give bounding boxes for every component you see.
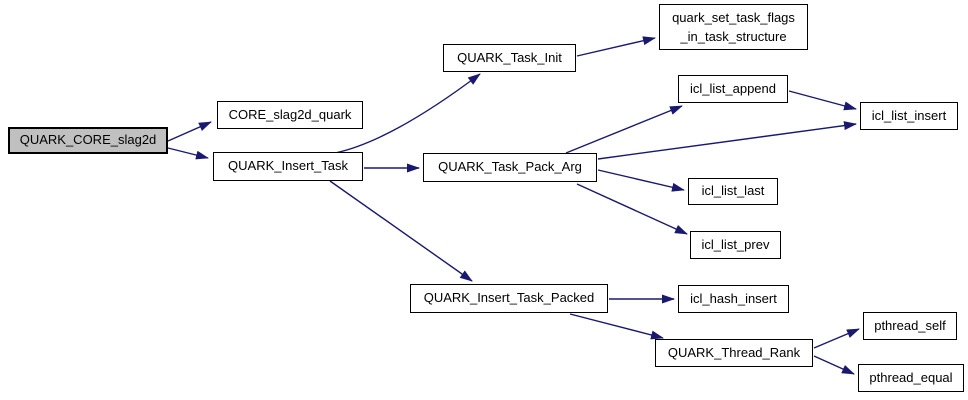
node-pthread-equal[interactable]: pthread_equal <box>858 364 964 392</box>
node-label: pthread_equal <box>869 369 953 385</box>
node-quark-insert-task[interactable]: QUARK_Insert_Task <box>213 152 363 181</box>
node-label: QUARK_Insert_Task <box>228 158 348 174</box>
node-quark-thread-rank[interactable]: QUARK_Thread_Rank <box>655 339 813 367</box>
node-label-line-2: _in_task_structure <box>680 29 787 44</box>
node-quark-task-pack-arg[interactable]: QUARK_Task_Pack_Arg <box>423 153 597 182</box>
node-quark-insert-task-packed[interactable]: QUARK_Insert_Task_Packed <box>410 284 608 313</box>
edge-quark-insert-task-to-quark-insert-task-packed <box>329 180 473 282</box>
node-quark-core-slag2d: QUARK_CORE_slag2d <box>8 127 168 154</box>
node-label: CORE_slag2d_quark <box>228 106 352 122</box>
node-quark-set-task-flags-in-task-structure[interactable]: quark_set_task_flags _in_task_structure <box>659 4 808 50</box>
node-label: icl_list_append <box>689 80 776 96</box>
edge-quark-thread-rank-to-pthread-self <box>813 328 860 349</box>
node-label: icl_list_last <box>701 183 765 199</box>
edge-quark-task-pack-arg-to-icl-list-prev <box>576 183 688 235</box>
edge-quark-thread-rank-to-pthread-equal <box>813 355 855 375</box>
node-label: QUARK_Task_Init <box>457 49 562 65</box>
node-icl-hash-insert[interactable]: icl_hash_insert <box>678 285 789 313</box>
edge-quark-core-slag2d-to-quark-insert-task <box>167 147 209 160</box>
node-core-slag2d-quark[interactable]: CORE_slag2d_quark <box>217 101 363 129</box>
node-label-line-1: quark_set_task_flags <box>672 9 795 25</box>
edge-quark-task-pack-arg-to-icl-list-insert <box>597 121 857 160</box>
node-label: QUARK_Task_Pack_Arg <box>438 159 582 175</box>
node-label: QUARK_CORE_slag2d <box>19 132 157 148</box>
node-icl-list-last[interactable]: icl_list_last <box>688 178 778 205</box>
node-label: icl_list_insert <box>871 107 947 123</box>
node-label: icl_hash_insert <box>690 290 777 306</box>
edge-quark-insert-task-packed-to-quark-thread-rank <box>569 313 664 340</box>
node-icl-list-insert[interactable]: icl_list_insert <box>860 102 958 130</box>
edge-quark-core-slag2d-to-core-slag2d-quark <box>167 121 212 142</box>
edge-quark-insert-task-to-quark-task-init <box>334 73 481 154</box>
edge-quark-task-init-to-quark-set-task-flags <box>576 36 656 57</box>
edge-quark-task-pack-arg-to-icl-list-append <box>565 105 683 154</box>
node-label: QUARK_Insert_Task_Packed <box>423 290 595 306</box>
node-quark-task-init[interactable]: QUARK_Task_Init <box>443 44 576 72</box>
node-label: QUARK_Thread_Rank <box>667 344 801 360</box>
node-icl-list-append[interactable]: icl_list_append <box>678 75 788 103</box>
edge-quark-task-pack-arg-to-icl-list-last <box>597 169 685 192</box>
node-label: pthread_self <box>874 317 946 333</box>
node-label: icl_list_prev <box>701 236 770 252</box>
node-icl-list-prev[interactable]: icl_list_prev <box>690 231 781 259</box>
edge-icl-list-append-to-icl-list-insert <box>788 90 857 111</box>
node-pthread-self[interactable]: pthread_self <box>863 312 957 340</box>
